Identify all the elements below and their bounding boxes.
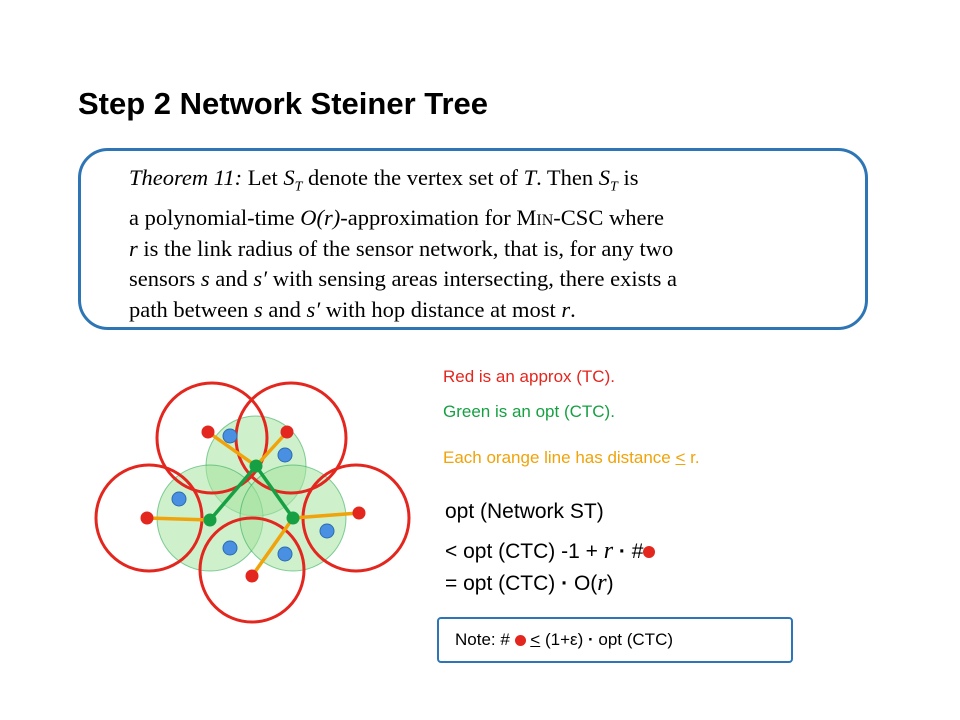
legend-green: Green is an opt (CTC). — [443, 402, 615, 421]
theorem-text-fragment: -approximation for — [340, 205, 511, 230]
blue-sensors — [171, 428, 335, 562]
red-node — [280, 425, 294, 439]
theorem-text-fragment: with hop distance at most — [325, 296, 556, 322]
green-node — [286, 511, 300, 525]
math-s-prime: s′ — [253, 266, 268, 291]
slide-title: Step 2 Network Steiner Tree — [78, 86, 489, 121]
math-s-lower: s — [200, 266, 210, 291]
theorem-text-fragment: and — [268, 296, 301, 322]
math-r: r — [561, 296, 571, 322]
blue-sensor — [277, 447, 293, 463]
green-nodes — [203, 459, 300, 527]
green-disks — [156, 415, 347, 572]
math-r: r — [129, 235, 138, 261]
note-box: Note: # < (1+ε) · opt (CTC) — [437, 617, 793, 663]
theorem-text-fragment: and — [215, 266, 248, 291]
math-s: ST — [598, 165, 618, 195]
blue-sensor — [222, 428, 238, 444]
red-dot-icon — [514, 635, 526, 647]
red-dot-icon — [643, 546, 656, 559]
green-edge — [254, 464, 295, 520]
math-s-lower: s — [253, 296, 263, 322]
blue-sensor — [171, 491, 187, 507]
red-nodes — [140, 425, 366, 583]
theorem-text-fragment: path between — [129, 296, 249, 322]
red-circle — [198, 516, 306, 624]
red-node — [140, 511, 154, 525]
formula-bound-line: < opt (CTC) -1 + r · # — [445, 538, 656, 565]
theorem-box: Theorem 11: Let ST denote the vertex set… — [78, 148, 868, 330]
red-node — [352, 506, 366, 520]
orange-line — [206, 430, 258, 468]
green-node — [203, 513, 217, 527]
theorem-text-fragment: is the link radius of the sensor network… — [143, 235, 674, 261]
blue-sensor — [222, 540, 238, 556]
math-t: T — [523, 165, 537, 190]
theorem-text-fragment: . — [570, 296, 576, 322]
orange-lines — [145, 430, 361, 578]
orange-line — [145, 516, 212, 522]
theorem-text-fragment: Let — [247, 165, 278, 190]
legend-red: Red is an approx (TC). — [443, 367, 615, 386]
math-o-r: O(r) — [300, 205, 341, 230]
green-tree-edges — [208, 464, 295, 522]
formula-opt-network-st: opt (Network ST) — [445, 500, 604, 523]
green-edge — [208, 464, 258, 522]
theorem-text-fragment: where — [608, 205, 664, 230]
blue-sensor — [277, 546, 293, 562]
legend-orange: Each orange line has distance < r. — [443, 448, 700, 467]
theorem-text-fragment: with sensing areas intersecting, there e… — [272, 266, 677, 291]
red-circle — [155, 381, 269, 495]
red-node — [245, 569, 259, 583]
red-node — [201, 425, 215, 439]
orange-line — [254, 430, 289, 468]
formula-equality-line: = opt (CTC) · O(r) — [445, 570, 614, 596]
theorem-text-fragment: . Then — [536, 165, 594, 190]
theorem-text-fragment: sensors — [129, 266, 196, 291]
theorem-text-fragment: a polynomial-time — [129, 205, 295, 230]
theorem-text-fragment: is — [623, 165, 639, 190]
math-s-prime: s′ — [306, 296, 321, 322]
theorem-text-fragment: denote the vertex set of — [308, 165, 518, 190]
green-node — [249, 459, 263, 473]
min-csc-label: Min-CSC — [516, 205, 604, 230]
theorem-label: Theorem 11: — [129, 165, 243, 190]
theorem-text: Theorem 11: Let ST denote the vertex set… — [129, 163, 809, 325]
orange-line — [250, 516, 295, 578]
math-s: ST — [283, 165, 303, 195]
blue-sensor — [319, 523, 335, 539]
orange-line — [291, 511, 361, 520]
